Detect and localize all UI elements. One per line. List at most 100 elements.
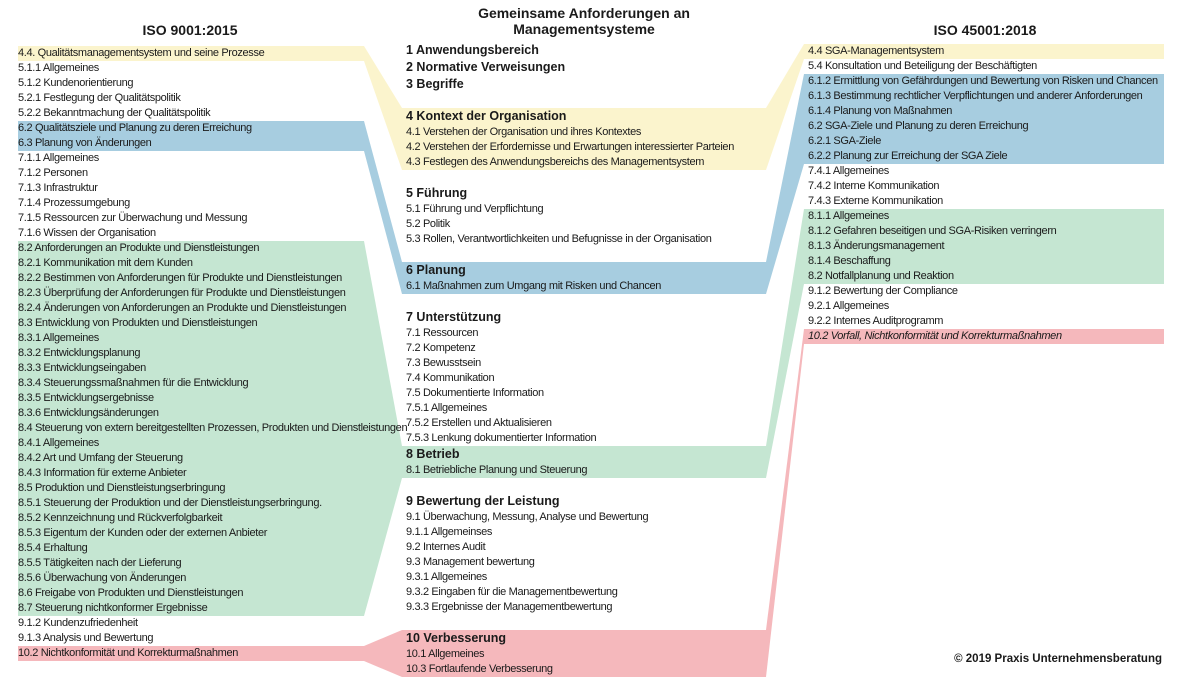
section-heading: 4 Kontext der Organisation	[406, 109, 567, 123]
connector-shape	[804, 209, 1164, 284]
clause-item: 4.4. Qualitätsmanagementsystem und seine…	[18, 47, 265, 59]
clause-item: 8.2.2 Bestimmen von Anforderungen für Pr…	[18, 272, 342, 284]
clause-item: 8.2 Anforderungen an Produkte und Dienst…	[18, 242, 260, 254]
section-heading: 2 Normative Verweisungen	[406, 60, 566, 74]
clause-item: 7.4.2 Interne Kommunikation	[808, 180, 940, 192]
clause-item: 8.4.2 Art und Umfang der Steuerung	[18, 452, 183, 464]
clause-item: 8.6 Freigabe von Produkten und Dienstlei…	[18, 587, 244, 599]
spacer	[406, 294, 762, 309]
clause-item: 7.5 Dokumentierte Information	[406, 387, 544, 399]
clause-item: 8.1.2 Gefahren beseitigen und SGA-Risike…	[808, 225, 1057, 237]
connector-shape	[804, 44, 1164, 59]
spacer	[406, 478, 762, 493]
clause-item: 10.3 Fortlaufende Verbesserung	[406, 663, 553, 675]
connector-shape	[364, 630, 402, 677]
section-heading: 8 Betrieb	[406, 447, 460, 461]
clause-item: 6.3 Planung von Änderungen	[18, 137, 152, 149]
clause-item: 8.3.6 Entwicklungsänderungen	[18, 407, 159, 419]
clause-item: 4.4 SGA-Managementsystem	[808, 45, 944, 57]
clause-item: 8.7 Steuerung nichtkonformer Ergebnisse	[18, 602, 208, 614]
clause-item: 8.1.4 Beschaffung	[808, 255, 891, 267]
clause-item: 6.1 Maßnahmen zum Umgang mit Risken und …	[406, 280, 662, 292]
clause-item: 7.1.2 Personen	[18, 167, 88, 179]
connector-shape	[804, 74, 1164, 164]
connector-shape	[804, 329, 1164, 344]
clause-item: 9.1.2 Kundenzufriedenheit	[18, 617, 138, 629]
section-heading: 10 Verbesserung	[406, 631, 507, 645]
clause-item: 8.2 Notfallplanung und Reaktion	[808, 270, 954, 282]
clause-item: 8.4.1 Allgemeines	[18, 437, 99, 449]
clause-item: 7.2 Kompetenz	[406, 342, 476, 354]
common-clause-list: 1 Anwendungsbereich 2 Normative Verweisun…	[406, 42, 762, 677]
clause-item: 6.2 SGA-Ziele und Planung zu deren Errei…	[808, 120, 1029, 132]
clause-item: 7.4.3 Externe Kommunikation	[808, 195, 943, 207]
section-heading: 5 Führung	[406, 186, 468, 200]
clause-item: 8.1 Betriebliche Planung und Steuerung	[406, 464, 588, 476]
clause-item: 8.2.4 Änderungen von Anforderungen an Pr…	[18, 302, 347, 314]
clause-item: 8.5 Produktion und Dienstleistungserbrin…	[18, 482, 226, 494]
section-heading: 6 Planung	[406, 263, 466, 277]
clause-item: 9.1.3 Analysis und Bewertung	[18, 632, 154, 644]
clause-item: 5.1 Führung und Verpflichtung	[406, 203, 544, 215]
clause-item: 9.3.1 Allgemeines	[406, 571, 487, 583]
clause-item: 9.3.2 Eingaben für die Managementbewertu…	[406, 586, 618, 598]
clause-item: 8.5.5 Tätigkeiten nach der Lieferung	[18, 557, 182, 569]
clause-item: 6.1.4 Planung von Maßnahmen	[808, 105, 953, 117]
clause-item: 7.3 Bewusstsein	[406, 357, 481, 369]
clause-item: 7.1 Ressourcen	[406, 327, 479, 339]
clause-item: 5.3 Rollen, Verantwortlichkeiten und Bef…	[406, 233, 712, 245]
clause-item: 8.2.1 Kommunikation mit dem Kunden	[18, 257, 193, 269]
common-requirements-title-line2: Managementsysteme	[513, 21, 655, 37]
clause-item: 7.1.5 Ressourcen zur Überwachung und Mes…	[18, 212, 248, 224]
clause-item: 9.1 Überwachung, Messung, Analyse und Be…	[406, 511, 649, 523]
clause-item: 10.2 Nichtkonformität und Korrekturmaßna…	[18, 647, 238, 659]
clause-item: 8.5.4 Erhaltung	[18, 542, 88, 554]
connector-shape	[766, 44, 804, 170]
connector-shape	[766, 329, 804, 677]
clause-item: 7.1.4 Prozessumgebung	[18, 197, 130, 209]
clause-item: 10.2 Vorfall, Nichtkonformität und Korre…	[808, 330, 1062, 342]
clause-item: 6.2.2 Planung zur Erreichung der SGA Zie…	[808, 150, 1008, 162]
spacer	[406, 93, 762, 108]
clause-item: 8.3.5 Entwicklungsergebnisse	[18, 392, 154, 404]
clause-item: 7.5.3 Lenkung dokumentierter Information	[406, 432, 597, 444]
connector-shape	[18, 46, 364, 61]
clause-item: 7.1.1 Allgemeines	[18, 152, 99, 164]
connector-shape	[364, 46, 402, 170]
clause-item: 8.4 Steuerung von extern bereitgestellte…	[18, 422, 408, 434]
section-heading: 1 Anwendungsbereich	[406, 43, 539, 57]
clause-item: 8.2.3 Überprüfung der Anforderungen für …	[18, 287, 346, 299]
clause-item: 6.1.3 Bestimmung rechtlicher Verpflichtu…	[808, 90, 1143, 102]
clause-item: 4.1 Verstehen der Organisation und ihres…	[406, 126, 642, 138]
clause-item: 9.2.2 Internes Auditprogramm	[808, 315, 944, 327]
spacer	[406, 247, 762, 262]
connector-shape	[766, 209, 804, 478]
clause-item: 7.4.1 Allgemeines	[808, 165, 889, 177]
clause-item: 8.5.2 Kennzeichnung und Rückverfolgbarke…	[18, 512, 223, 524]
connector-shape	[402, 262, 766, 294]
clause-item: 4.2 Verstehen der Erfordernisse und Erwa…	[406, 141, 734, 153]
iso-45001-title: ISO 45001:2018	[933, 22, 1037, 38]
clause-item: 8.1.3 Änderungsmanagement	[808, 240, 945, 252]
clause-item: 9.2 Internes Audit	[406, 541, 486, 553]
clause-item: 10.1 Allgemeines	[406, 648, 485, 660]
clause-item: 6.2 Qualitätsziele und Planung zu deren …	[18, 122, 252, 134]
clause-item: 5.2 Politik	[406, 218, 450, 230]
clause-item: 4.3 Festlegen des Anwendungsbereichs des…	[406, 156, 705, 168]
clause-item: 6.2.1 SGA-Ziele	[808, 135, 882, 147]
clause-item: 7.5.1 Allgemeines	[406, 402, 487, 414]
clause-item: 8.3.4 Steuerungssmaßnahmen für die Entwi…	[18, 377, 249, 389]
iso-9001-title: ISO 9001:2015	[142, 22, 238, 38]
iso-9001-clause-list: 4.4. Qualitätsmanagementsystem und seine…	[18, 46, 408, 661]
clause-item: 8.3.2 Entwicklungsplanung	[18, 347, 141, 359]
copyright-notice: © 2019 Praxis Unternehmensberatung	[954, 653, 1162, 665]
clause-item: 7.1.3 Infrastruktur	[18, 182, 98, 194]
clause-item: 5.1.2 Kundenorientierung	[18, 77, 134, 89]
clause-item: 6.1.2 Ermittlung von Gefährdungen und Be…	[808, 75, 1158, 87]
section-heading: 9 Bewertung der Leistung	[406, 494, 560, 508]
connector-shape	[18, 646, 364, 661]
clause-item: 5.4 Konsultation und Beteiligung der Bes…	[808, 60, 1037, 72]
clause-item: 9.1.2 Bewertung der Compliance	[808, 285, 958, 297]
clause-item: 8.3 Entwicklung von Produkten und Dienst…	[18, 317, 258, 329]
